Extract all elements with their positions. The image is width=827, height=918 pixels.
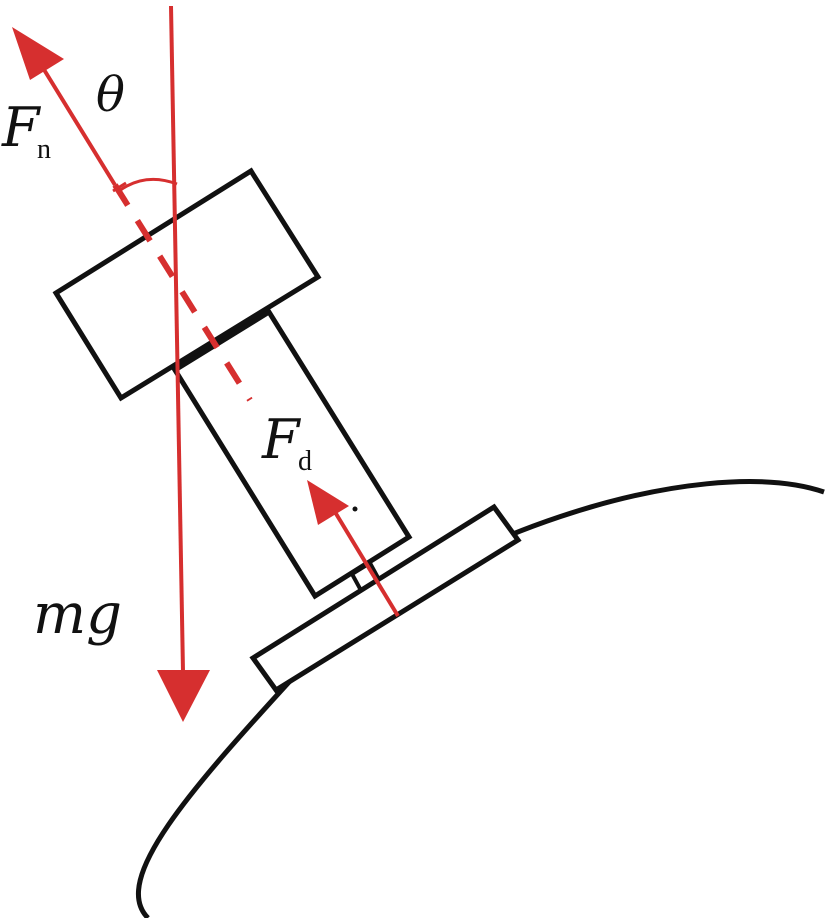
drag-force-arrowhead	[307, 480, 349, 525]
normal-axis-dashed	[112, 183, 253, 402]
angle-arc	[118, 177, 178, 193]
drag-force-shaft	[333, 510, 400, 618]
drag-force-subscript: d	[298, 446, 312, 477]
normal-force-label: F	[1, 96, 42, 159]
normal-force-arrowhead	[12, 27, 64, 80]
angle-tick	[112, 181, 127, 193]
drag-force-label: F	[261, 408, 302, 471]
normal-force-arrow	[12, 27, 253, 402]
angle-label: θ	[96, 67, 125, 123]
gravity-label: mg	[33, 582, 122, 647]
device-cap	[52, 167, 322, 402]
normal-force-subscript: n	[37, 134, 51, 165]
gravity-shaft	[169, 5, 185, 673]
contact-point	[352, 506, 358, 512]
device-stem	[171, 308, 413, 600]
gravity-arrowhead	[157, 670, 210, 722]
gravity-arrow	[157, 5, 210, 722]
normal-force-shaft	[41, 66, 117, 187]
drag-force-arrow	[307, 480, 400, 618]
